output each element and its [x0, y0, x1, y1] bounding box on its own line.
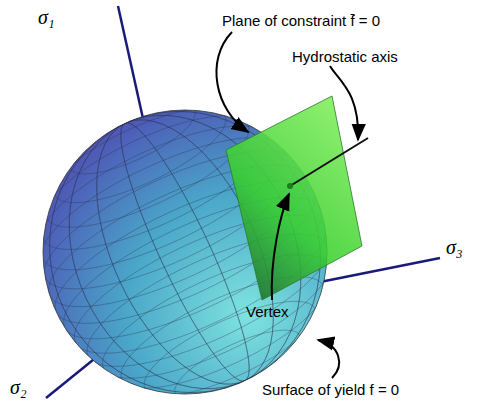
constraint-plane: [226, 96, 362, 300]
leader-arrow: [272, 194, 289, 300]
callout-label: Plane of constraint f̄ = 0: [222, 12, 380, 30]
parallel: [33, 95, 262, 249]
callout-label: Vertex: [246, 303, 289, 321]
axis-label: σ₁: [38, 8, 55, 26]
callout-label: Hydrostatic axis: [292, 48, 398, 66]
meridian: [4, 67, 367, 412]
meridian: [4, 67, 367, 412]
axis-label: σ₃: [446, 238, 463, 256]
axis-label: σ₂: [10, 378, 27, 396]
leader-arrow: [216, 32, 248, 132]
parallel: [61, 92, 203, 187]
leader-arrow: [330, 66, 358, 140]
leader-arrow: [318, 340, 339, 378]
vertex-point: [287, 183, 293, 189]
sphere-grid: [4, 67, 367, 412]
sigma3-axis: [320, 258, 440, 282]
hydrostatic-axis: [290, 138, 368, 186]
callout-label: Surface of yield f = 0: [262, 381, 399, 399]
